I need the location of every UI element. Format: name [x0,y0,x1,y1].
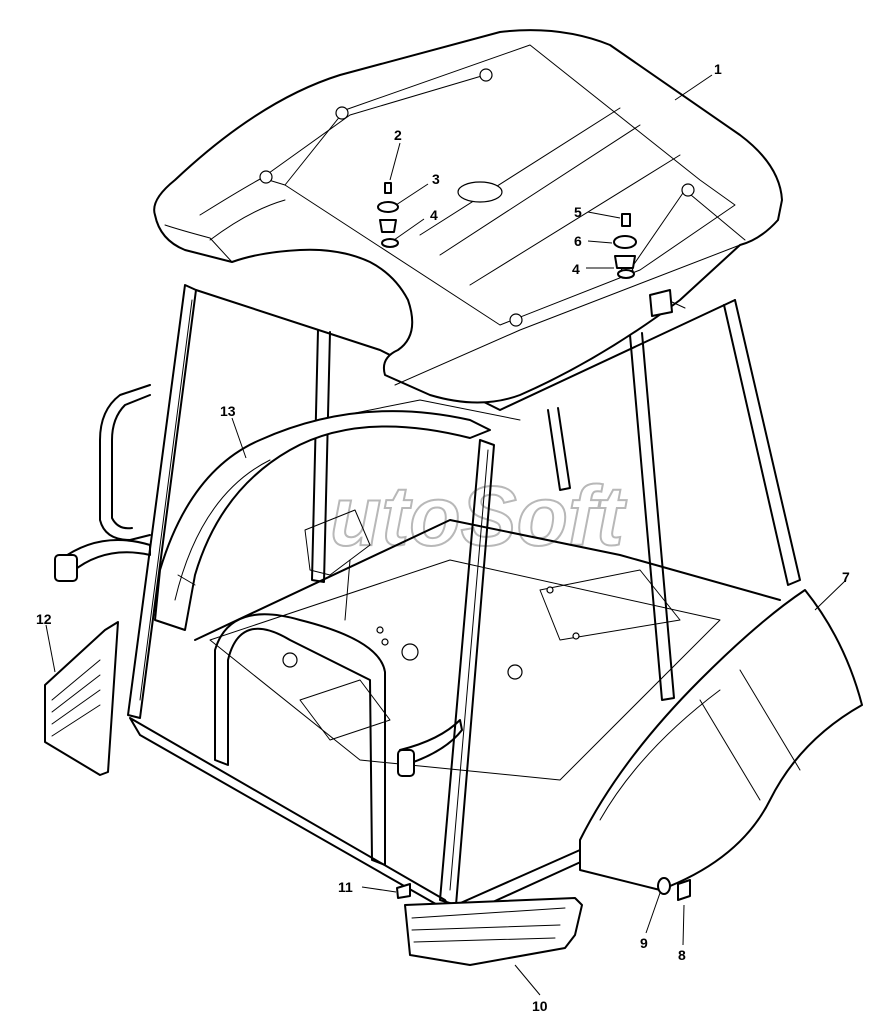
watermark: utoSoft [330,469,627,563]
callout-4-right: 4 [572,261,580,277]
step-panel-10 [404,897,583,966]
callout-9: 9 [640,935,648,951]
callout-12: 12 [36,611,52,627]
roof-mount-left [377,182,399,248]
callout-7: 7 [842,569,850,585]
fender-bolt-8-9 [657,877,691,901]
callout-5: 5 [574,204,582,220]
clip-11 [396,883,411,899]
callout-13: 13 [220,403,236,419]
callout-1: 1 [714,61,722,77]
callout-6: 6 [574,233,582,249]
callout-labels: 1 2 3 4 5 6 4 7 8 9 10 11 12 13 [36,61,850,1014]
roof-panel [153,29,783,404]
callout-3: 3 [432,171,440,187]
step-panel-12 [44,621,119,776]
roof-mount-right [613,213,637,279]
callout-8: 8 [678,947,686,963]
rear-fender-13 [154,410,491,631]
right-fender-7 [579,589,863,891]
callout-11: 11 [338,879,353,895]
callout-2: 2 [394,127,402,143]
cab-frame [54,284,801,918]
callout-10: 10 [532,998,548,1014]
callout-4-left: 4 [430,207,438,223]
leader-lines [45,74,847,996]
